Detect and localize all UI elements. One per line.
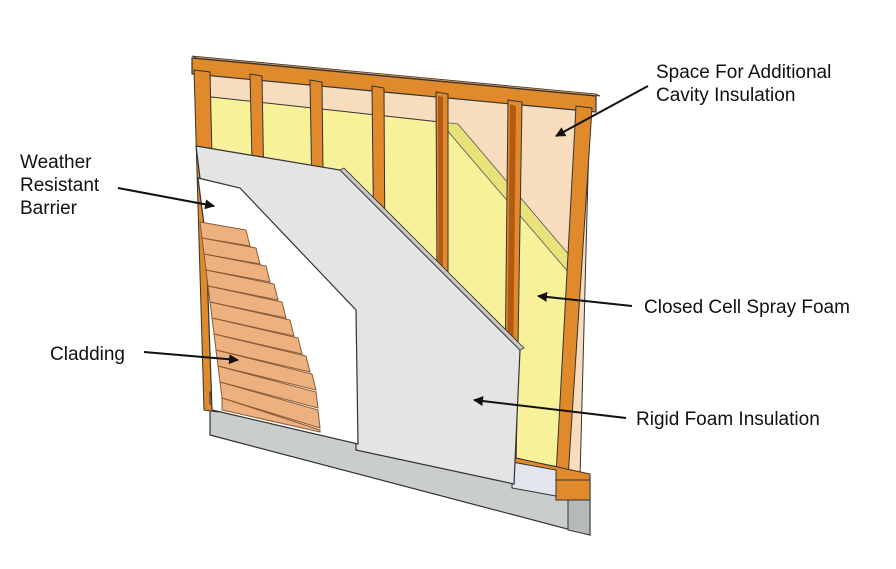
cladding-boards <box>199 221 321 433</box>
cladding-board <box>213 333 311 373</box>
arrow-space-for-additional <box>555 85 649 137</box>
leader-arrows <box>117 85 649 419</box>
cladding-board <box>219 381 321 429</box>
label-space-for-additional: Space For Additional Cavity Insulation <box>656 62 832 106</box>
cladding-board <box>215 349 317 391</box>
label-rigid-foam-insulation: Rigid Foam Insulation <box>636 409 820 430</box>
arrow-rigid-foam <box>473 396 627 419</box>
cladding-board <box>211 317 303 355</box>
arrow-cladding <box>143 351 239 365</box>
arrow-closed-cell-foam <box>537 291 633 307</box>
cladding-board <box>221 397 321 433</box>
top-plate-face <box>191 55 601 97</box>
cladding-board <box>217 365 319 409</box>
label-closed-cell-spray-foam: Closed Cell Spray Foam <box>644 297 850 318</box>
bottom-plate-end <box>555 479 591 501</box>
cladding-board <box>205 269 279 301</box>
cladding-board <box>209 301 295 337</box>
cladding-board <box>203 253 271 283</box>
cladding-board <box>201 237 261 265</box>
label-weather-resistant-barrier: Weather Resistant Barrier <box>20 152 100 219</box>
label-cladding: Cladding <box>50 344 125 365</box>
arrow-weather-barrier <box>117 187 215 210</box>
cladding-board <box>207 285 287 319</box>
cladding-board <box>199 221 251 247</box>
rigid-foam-edge <box>339 167 525 351</box>
